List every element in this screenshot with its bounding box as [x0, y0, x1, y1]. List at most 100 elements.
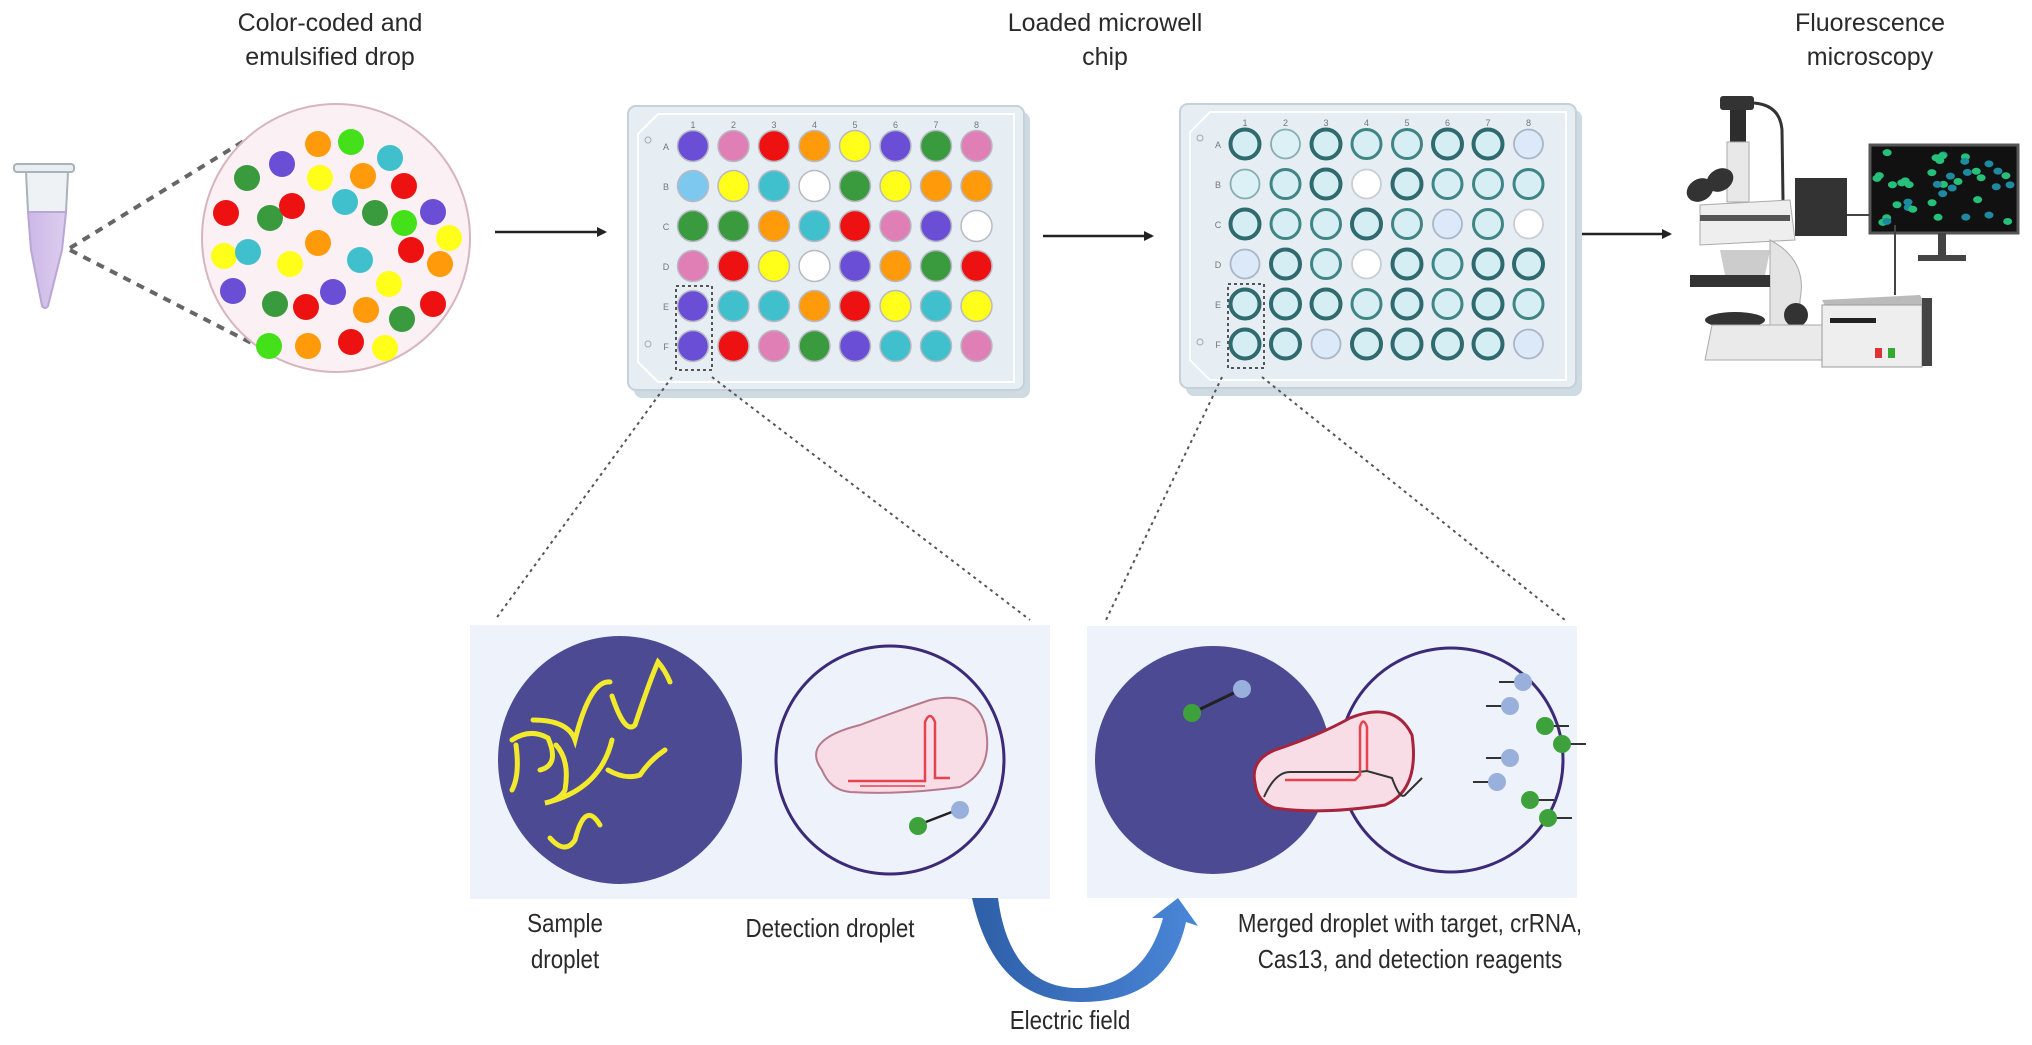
well-E5 — [838, 289, 872, 323]
well-F1 — [1228, 327, 1262, 361]
emulsion-droplet-orange — [427, 251, 453, 277]
emulsion-droplet-red — [293, 294, 319, 320]
sample-droplet — [498, 636, 742, 884]
emulsion-droplet-green — [362, 200, 388, 226]
well-F4 — [1350, 327, 1383, 361]
cleaved-fluorophore — [1553, 735, 1571, 753]
well-D1 — [1229, 248, 1261, 280]
plate-column-label: 7 — [933, 120, 938, 130]
plate-row-label: F — [1215, 340, 1221, 350]
well-B7 — [1472, 168, 1504, 200]
emulsion-droplet-orange — [350, 163, 376, 189]
fluorescent-cell — [1932, 180, 1942, 188]
emulsion-droplet-yellow — [372, 335, 398, 361]
plate-column-label: 4 — [812, 120, 817, 130]
electric-field-arrow — [972, 898, 1198, 1003]
well-E1 — [1228, 287, 1262, 321]
well-D3 — [1310, 248, 1342, 280]
label-color-coded-drop: Color-coded and emulsified drop — [180, 6, 480, 74]
well-B5 — [1390, 167, 1424, 201]
emulsion-droplet-yellow — [436, 225, 462, 251]
plate-row-label: A — [663, 142, 669, 152]
well-C1 — [676, 209, 710, 243]
fluorescent-cell — [1960, 157, 1970, 165]
fluorescent-cell — [1887, 181, 1897, 189]
cleaved-fluorophore — [1521, 791, 1539, 809]
fluorescent-cell — [1962, 168, 1972, 176]
cas13-activated-icon — [1252, 710, 1415, 813]
well-C8 — [960, 209, 993, 243]
well-D6 — [1431, 248, 1464, 280]
plate-column-label: 5 — [1404, 118, 1409, 128]
label-merged-droplet-text: Merged droplet with target, crRNA, Cas13… — [1237, 908, 1583, 974]
well-C4 — [1350, 207, 1383, 241]
emulsion-droplet-red — [279, 193, 305, 219]
well-B1 — [676, 169, 710, 203]
well-F1 — [676, 329, 710, 363]
well-F7 — [1471, 327, 1505, 361]
well-D4 — [1351, 248, 1382, 280]
label-sample-droplet: Sample droplet — [509, 905, 621, 977]
emulsion-droplet-yellow — [307, 165, 333, 191]
merged-sample-side — [1095, 646, 1331, 874]
well-D8 — [960, 249, 993, 283]
light-source-box-icon — [1821, 295, 1932, 368]
well-E4 — [1350, 288, 1383, 320]
plate-row-label: C — [663, 222, 670, 232]
well-E1 — [676, 289, 710, 323]
plate-column-label: 4 — [1364, 118, 1369, 128]
plate-row-label: E — [1215, 300, 1221, 310]
well-C3 — [1310, 208, 1342, 240]
fluorescent-cell — [1872, 174, 1882, 182]
fluorescent-cell — [1971, 167, 1981, 175]
well-D3 — [757, 249, 791, 283]
plate-row-label: C — [1215, 220, 1222, 230]
emulsion-droplet-cyan — [332, 189, 358, 215]
target-rna-strands — [509, 657, 673, 850]
emulsion-droplet-lime — [338, 129, 364, 155]
cleaved-quencher — [1501, 749, 1519, 767]
well-F5 — [838, 329, 872, 363]
fluorescent-cell — [2001, 172, 2011, 180]
well-E6 — [1431, 288, 1464, 320]
label-detection-droplet-text: Detection droplet — [745, 913, 915, 943]
emulsion-droplet-yellow — [211, 243, 237, 269]
plate-column-label: 2 — [731, 120, 736, 130]
fluorescence-microscope-icon — [1686, 96, 1847, 361]
plate-row-label: B — [1215, 180, 1221, 190]
well-A6 — [879, 129, 912, 163]
well-C4 — [798, 209, 831, 243]
emulsion-droplet-orange — [305, 230, 331, 256]
fluorescent-cell — [2005, 181, 2015, 189]
well-A7 — [919, 129, 953, 163]
fluorescent-cell — [1961, 213, 1971, 221]
emulsion-droplet-green — [389, 306, 415, 332]
fluorescent-cell — [1900, 177, 1910, 185]
emulsion-droplet-cyan — [347, 247, 373, 273]
emulsion-droplet-green — [257, 205, 283, 231]
well-F2 — [717, 329, 750, 363]
well-C6 — [879, 209, 912, 243]
well-A3 — [1309, 127, 1343, 161]
well-C2 — [717, 209, 750, 243]
well-B3 — [1309, 167, 1343, 201]
well-C6 — [1432, 208, 1463, 240]
well-E7 — [919, 289, 953, 323]
plate1-zoom-line-left — [494, 376, 673, 621]
fluorescent-cell — [1984, 211, 1994, 219]
selected-wells-box — [675, 285, 713, 371]
panel-merged-droplet — [1087, 626, 1586, 898]
plate-column-label: 8 — [974, 120, 979, 130]
emulsion-droplet-red — [338, 329, 364, 355]
emulsion-droplet-red — [398, 237, 424, 263]
cas13-crrna-complex-icon — [815, 696, 989, 794]
label-loaded-chip: Loaded microwell chip — [955, 6, 1255, 74]
monitor-icon — [1847, 143, 2020, 295]
well-F4 — [798, 329, 831, 363]
fluorescent-cell — [1927, 199, 1937, 207]
well-C5 — [1391, 208, 1423, 240]
well-E7 — [1471, 287, 1505, 321]
fluorescent-cell — [1903, 198, 1913, 206]
label-fluorescence: Fluorescence microscopy — [1720, 6, 2020, 74]
